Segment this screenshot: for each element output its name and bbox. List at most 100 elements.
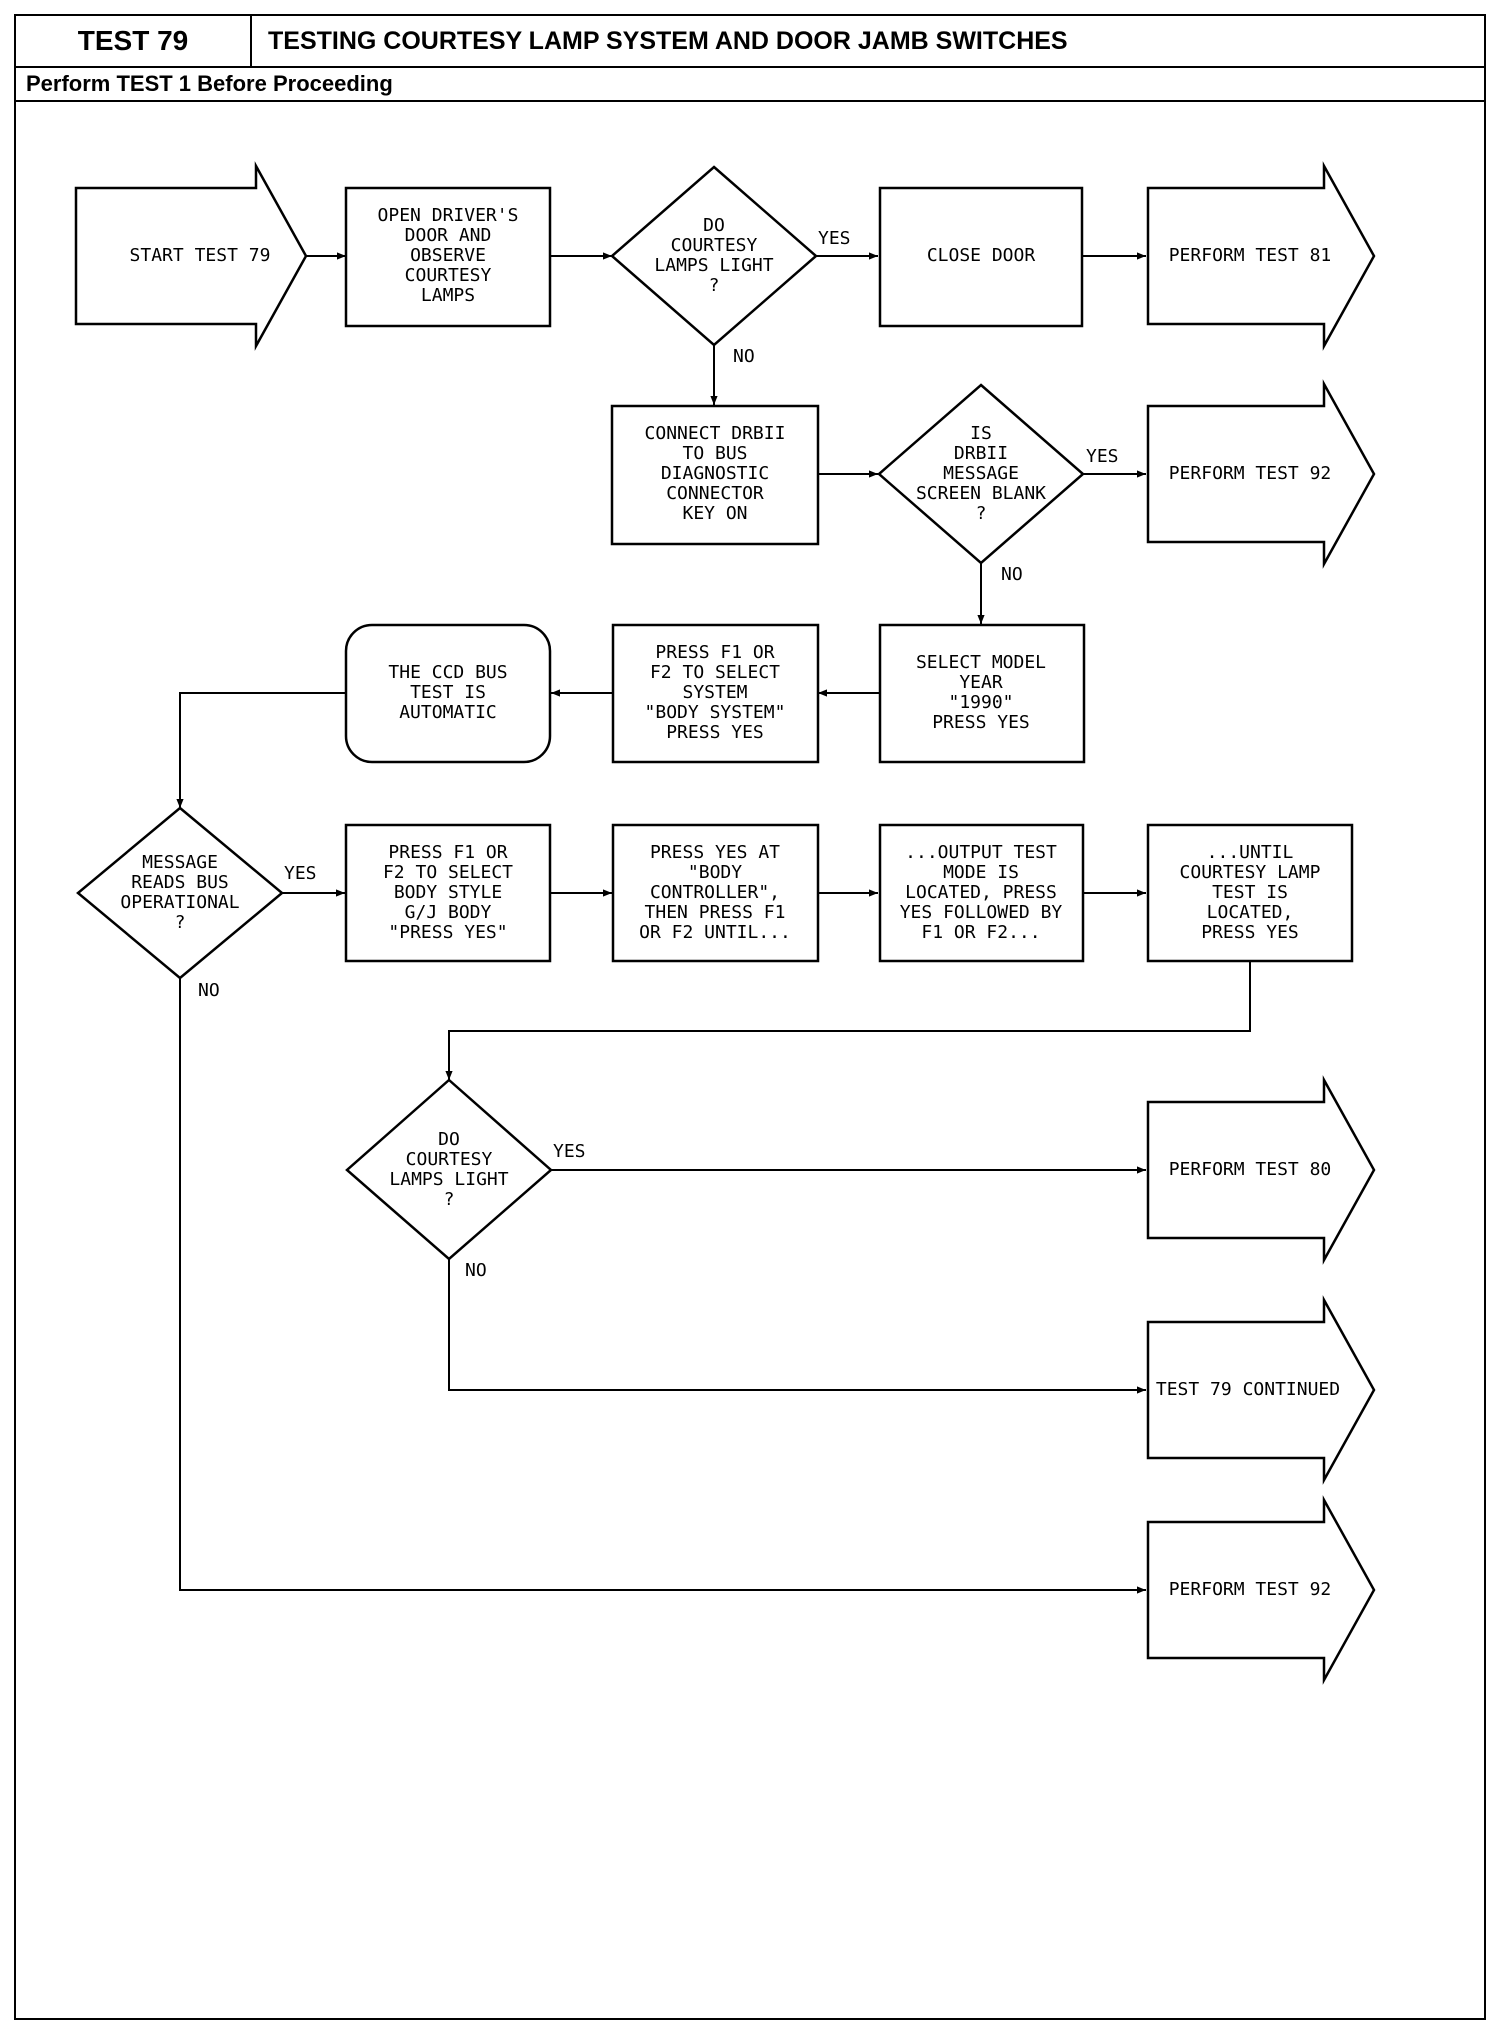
node-label-line: PRESS YES bbox=[666, 722, 764, 743]
node-label-line: COURTESY bbox=[671, 235, 758, 256]
node-label-line: START TEST 79 bbox=[130, 245, 271, 266]
node-label-line: G/J BODY bbox=[405, 902, 492, 923]
node-label-line: SYSTEM bbox=[682, 682, 747, 703]
node-label-line: MESSAGE bbox=[142, 852, 218, 873]
node-label-line: PRESS YES bbox=[932, 712, 1030, 733]
node-label-line: ? bbox=[175, 912, 186, 933]
node-label-line: LOCATED, PRESS bbox=[905, 882, 1057, 903]
node-label-line: OR F2 UNTIL... bbox=[639, 922, 791, 943]
node-label-line: PRESS YES AT bbox=[650, 842, 780, 863]
node-label-line: SELECT MODEL bbox=[916, 652, 1046, 673]
node-label-line: DO bbox=[703, 215, 725, 236]
node-label-line: F2 TO SELECT bbox=[650, 662, 780, 683]
node-label-line: DO bbox=[438, 1129, 460, 1150]
yes-label: YES bbox=[284, 863, 317, 884]
node-label-line: "BODY bbox=[688, 862, 742, 883]
node-label-line: CONNECT DRBII bbox=[645, 423, 786, 444]
node-label-line: THEN PRESS F1 bbox=[645, 902, 786, 923]
node-label-line: F2 TO SELECT bbox=[383, 862, 513, 883]
node-label-line: AUTOMATIC bbox=[399, 702, 497, 723]
no-label: NO bbox=[198, 980, 220, 1001]
test-number: TEST 79 bbox=[16, 16, 252, 66]
header-row: TEST 79 TESTING COURTESY LAMP SYSTEM AND… bbox=[16, 16, 1484, 68]
yes-label: YES bbox=[818, 228, 851, 249]
node-label-line: DRBII bbox=[954, 443, 1008, 464]
edge-labels: YES NO YES NO YES NO YES NO bbox=[198, 228, 1119, 1281]
node-label-line: TEST IS bbox=[1212, 882, 1288, 903]
node-label-line: PERFORM TEST 92 bbox=[1169, 463, 1332, 484]
perform-test-92-arrow: PERFORM TEST 92 bbox=[1146, 379, 1376, 569]
node-label-line: PRESS YES bbox=[1201, 922, 1299, 943]
test-79-continued-arrow: TEST 79 CONTINUED bbox=[1146, 1295, 1376, 1485]
perform-test-92-arrow-2: PERFORM TEST 92 bbox=[1146, 1495, 1376, 1685]
no-label: NO bbox=[733, 346, 755, 367]
node-label-line: ...OUTPUT TEST bbox=[905, 842, 1057, 863]
no-label: NO bbox=[465, 1260, 487, 1281]
node-label-line: "1990" bbox=[948, 692, 1013, 713]
node-label-line: LAMPS bbox=[421, 285, 475, 306]
arrow-lamps-decision-to-continued bbox=[448, 1259, 1146, 1394]
start-arrow: START TEST 79 bbox=[74, 161, 308, 351]
node-label-line: CLOSE DOOR bbox=[927, 245, 1036, 266]
node-label-line: YEAR bbox=[959, 672, 1003, 693]
node-label-line: IS bbox=[970, 423, 992, 444]
no-label: NO bbox=[1001, 564, 1023, 585]
node-label-line: OPERATIONAL bbox=[120, 892, 239, 913]
node-label-line: ? bbox=[444, 1189, 455, 1210]
perform-test-80-arrow: PERFORM TEST 80 bbox=[1146, 1075, 1376, 1265]
node-label-line: TO BUS bbox=[682, 443, 747, 464]
node-label-line: COURTESY LAMP bbox=[1180, 862, 1321, 883]
node-label-line: COURTESY bbox=[406, 1149, 493, 1170]
prerequisite-note: Perform TEST 1 Before Proceeding bbox=[26, 71, 393, 96]
node-label-line: THE CCD BUS bbox=[388, 662, 507, 683]
node-label-line: CONNECTOR bbox=[666, 483, 764, 504]
node-label-line: PERFORM TEST 81 bbox=[1169, 245, 1332, 266]
node-label-line: LAMPS LIGHT bbox=[654, 255, 773, 276]
node-label-line: PERFORM TEST 92 bbox=[1169, 1579, 1332, 1600]
node-label-line: PERFORM TEST 80 bbox=[1169, 1159, 1332, 1180]
node-label-line: OBSERVE bbox=[410, 245, 486, 266]
node-label-line: "PRESS YES" bbox=[388, 922, 507, 943]
page-title: TESTING COURTESY LAMP SYSTEM AND DOOR JA… bbox=[268, 26, 1068, 55]
arrow-bus-decision-to-test92 bbox=[179, 978, 1146, 1594]
node-label-line: "BODY SYSTEM" bbox=[645, 702, 786, 723]
arrow-ccd-to-bus-decision bbox=[176, 692, 346, 808]
node-label-line: MODE IS bbox=[943, 862, 1019, 883]
node-label-line: MESSAGE bbox=[943, 463, 1019, 484]
node-label-line: KEY ON bbox=[682, 503, 747, 524]
node-label-line: ? bbox=[976, 503, 987, 524]
node-label-line: YES FOLLOWED BY bbox=[900, 902, 1063, 923]
yes-label: YES bbox=[553, 1141, 586, 1162]
node-label-line: BODY STYLE bbox=[394, 882, 502, 903]
node-label-line: LOCATED, bbox=[1207, 902, 1294, 923]
perform-test-81-arrow: PERFORM TEST 81 bbox=[1146, 161, 1376, 351]
connectors bbox=[176, 252, 1251, 1594]
node-label-line: COURTESY bbox=[405, 265, 492, 286]
node-label-line: PRESS F1 OR bbox=[388, 842, 507, 863]
node-label-line: OPEN DRIVER'S bbox=[378, 205, 519, 226]
node-label-line: LAMPS LIGHT bbox=[389, 1169, 508, 1190]
node-label-line: TEST 79 CONTINUED bbox=[1156, 1379, 1340, 1400]
yes-label: YES bbox=[1086, 446, 1119, 467]
page-frame: TEST 79 TESTING COURTESY LAMP SYSTEM AND… bbox=[14, 14, 1486, 2020]
node-label-line: SCREEN BLANK bbox=[916, 483, 1046, 504]
node-label-line: PRESS F1 OR bbox=[655, 642, 774, 663]
node-label-line: DIAGNOSTIC bbox=[661, 463, 769, 484]
node-label-line: ...UNTIL bbox=[1207, 842, 1294, 863]
node-label-line: TEST IS bbox=[410, 682, 486, 703]
node-label-line: CONTROLLER", bbox=[650, 882, 780, 903]
